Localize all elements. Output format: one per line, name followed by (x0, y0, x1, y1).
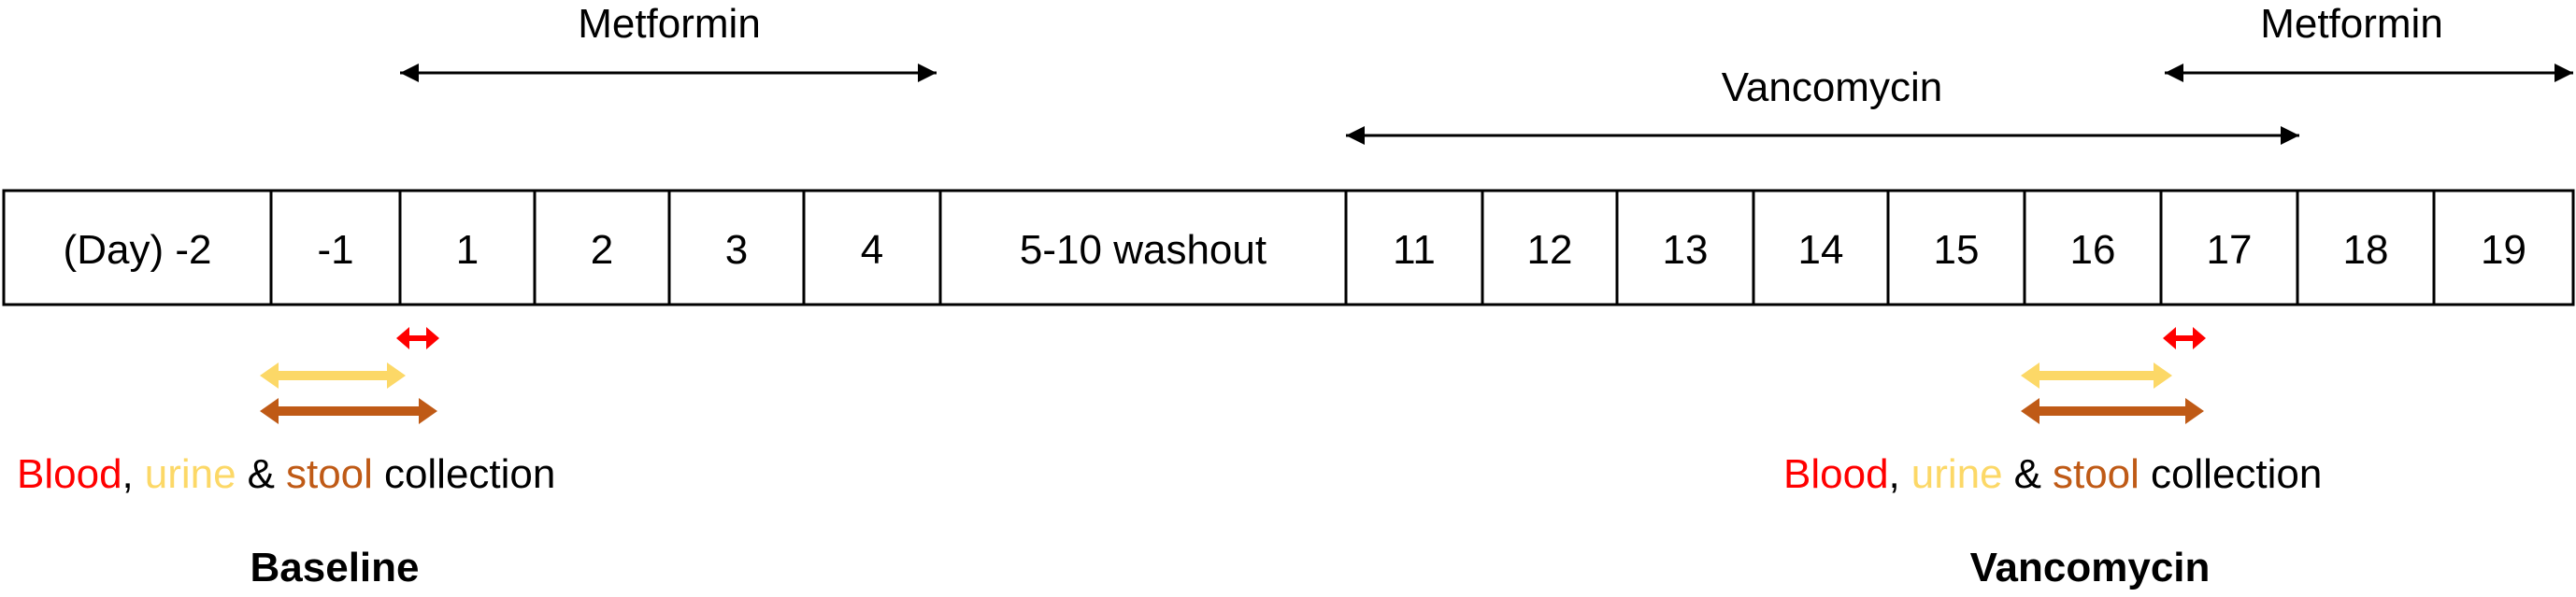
timeline-cell-label: 14 (1798, 227, 1844, 273)
timeline-cell-label: 11 (1393, 227, 1436, 273)
blood-arrow-icon (2163, 327, 2206, 349)
blood-word: Blood (1783, 451, 1889, 497)
urine-word: urine (145, 451, 236, 497)
timeline-cell-label: (Day) -2 (64, 227, 212, 273)
timeline-cell-label: 13 (1663, 227, 1709, 273)
baseline-collection-markers (260, 327, 439, 424)
metformin-2-label: Metformin (2260, 1, 2443, 47)
timeline-cell-label: 19 (2481, 227, 2526, 273)
baseline-phase-title: Baseline (250, 545, 420, 590)
stool-arrow-icon (2021, 398, 2204, 424)
metformin-1-label: Metformin (578, 1, 761, 47)
stool-word: stool (286, 451, 373, 497)
timeline-cell-label: 5-10 washout (1020, 227, 1267, 273)
timeline-cell-label: 3 (725, 227, 748, 273)
blood-arrow-icon (396, 327, 439, 349)
treatment-arrows: Metformin Vancomycin Metformin (400, 1, 2573, 145)
blood-word: Blood (17, 451, 122, 497)
vancomycin-phase-title: Vancomycin (1970, 545, 2211, 590)
timeline-cell-label: 15 (1934, 227, 1980, 273)
timeline-cell-label: 4 (861, 227, 883, 273)
timeline-cell-label: 18 (2343, 227, 2389, 273)
vancomycin-collection-markers (2021, 327, 2206, 424)
timeline-cell-label: 2 (591, 227, 613, 273)
timeline-cell-label: 1 (456, 227, 479, 273)
timeline-cell-label: -1 (317, 227, 353, 273)
urine-arrow-icon (2021, 362, 2172, 389)
vancomycin-label: Vancomycin (1722, 64, 1942, 110)
collection-word: collection (2151, 451, 2322, 497)
urine-arrow-icon (260, 362, 406, 389)
comma: , (122, 451, 134, 497)
ampersand: & (248, 451, 275, 497)
stool-arrow-icon (260, 398, 437, 424)
collection-word: collection (384, 451, 555, 497)
stool-word: stool (2053, 451, 2140, 497)
urine-word: urine (1911, 451, 2003, 497)
timeline-cell-label: 17 (2207, 227, 2253, 273)
timeline-cell-label: 16 (2070, 227, 2116, 273)
comma: , (1889, 451, 1900, 497)
ampersand: & (2014, 451, 2041, 497)
timeline-cell-label: 12 (1527, 227, 1573, 273)
